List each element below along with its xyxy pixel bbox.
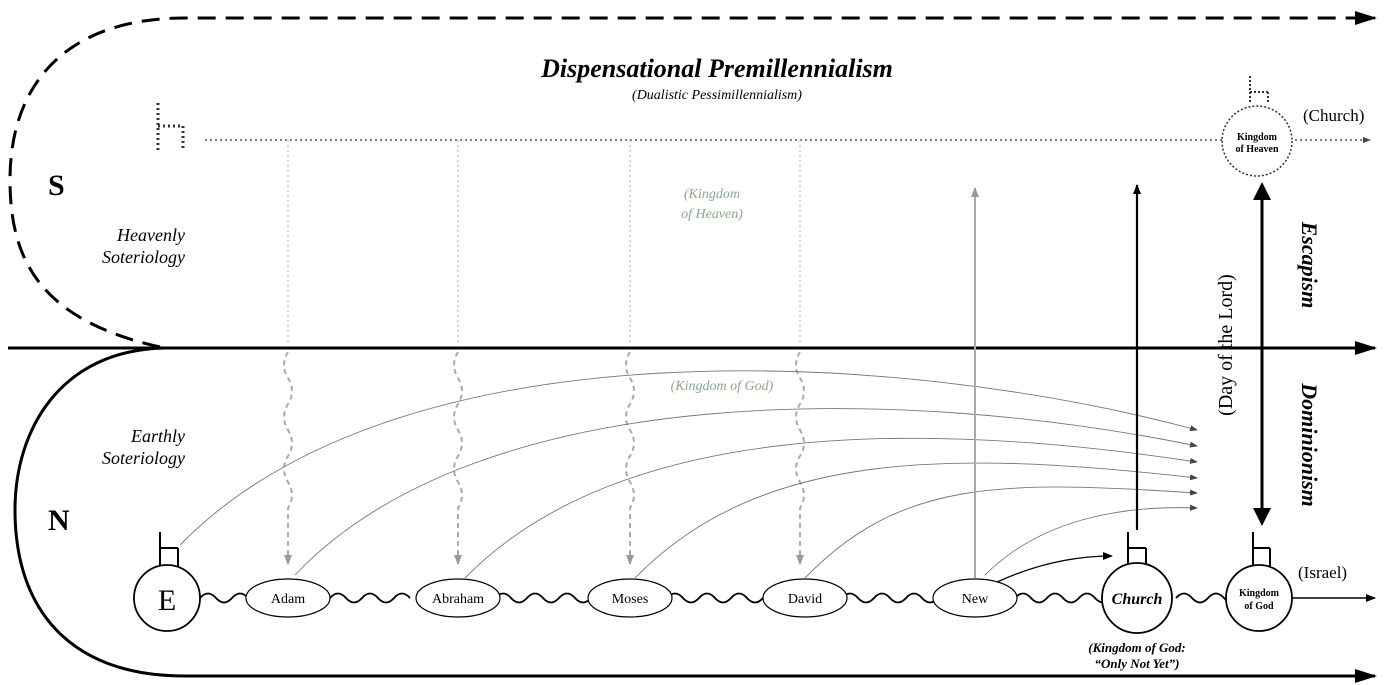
kingdom-of-god-throne-icon [1252, 532, 1271, 566]
day-of-the-lord-label: (Day of the Lord) [1215, 274, 1237, 416]
kingdom-of-god-node-line2: of God [1244, 601, 1274, 612]
eden-node [133, 564, 201, 632]
covenant-node-moses: Moses [587, 578, 673, 618]
covenant-node-adam: Adam [245, 578, 331, 618]
escapism-label: Escapism [1297, 221, 1322, 309]
earthly-soteriology-label: Soteriology [102, 448, 185, 468]
dominionism-label: Dominionism [1297, 382, 1322, 506]
church-node [1101, 562, 1173, 634]
diagram-title: Dispensational Premillennialism [540, 54, 893, 83]
kingdom-of-heaven-faded-line1: (Kingdom [684, 187, 740, 202]
supernatural-letter: S [48, 169, 65, 202]
prophecy-arcs [179, 370, 1198, 579]
covenant-node-abraham: Abraham [415, 578, 501, 618]
church-throne-icon [1127, 532, 1147, 566]
earthly-label: Earthly [130, 426, 185, 446]
church-node-label: Church [1112, 591, 1163, 608]
eden-node-label: E [158, 584, 176, 617]
wavy-descent-arrows [283, 351, 805, 565]
covenant-label-moses: Moses [612, 592, 649, 607]
covenant-label-david: David [788, 592, 822, 607]
escapism-dominionism-arrow [1253, 182, 1271, 526]
israel-label: (Israel) [1298, 563, 1347, 582]
covenant-label-adam: Adam [271, 592, 305, 607]
kingdom-of-god-node-line1: Kingdom [1239, 588, 1280, 599]
kingdom-of-heaven-node [1221, 105, 1293, 177]
kingdom-of-heaven-node-line2: of Heaven [1235, 144, 1278, 155]
kingdom-of-god-faded: (Kingdom of God) [671, 379, 774, 394]
covenant-node-new: New [932, 578, 1018, 618]
church-top-label: (Church) [1303, 106, 1364, 125]
covenant-node-david: David [762, 578, 848, 618]
dotted-throne-icon [156, 103, 185, 150]
kingdom-of-heaven-faded-line2: of Heaven) [681, 207, 743, 222]
heavenly-soteriology-label: Soteriology [102, 247, 185, 267]
church-note-line2: “Only Not Yet”) [1095, 656, 1180, 671]
covenant-label-new: New [962, 592, 989, 607]
supernatural-loop [8, 11, 1377, 349]
eden-throne-icon [159, 532, 179, 566]
heaven-throne-icon [1249, 76, 1269, 102]
diagram-subtitle: (Dualistic Pessimillennialism) [632, 88, 802, 103]
natural-letter: N [48, 504, 70, 537]
heaven-drop-lines [287, 140, 801, 345]
church-note-line1: (Kingdom of God: [1088, 640, 1186, 655]
covenant-label-abraham: Abraham [432, 592, 484, 607]
heavenly-label: Heavenly [116, 225, 185, 245]
natural-loop [13, 346, 1377, 683]
kingdom-of-heaven-node-line1: Kingdom [1237, 132, 1278, 143]
new-to-church-arrow [994, 552, 1113, 584]
covenant-wavy-line [199, 592, 1241, 604]
